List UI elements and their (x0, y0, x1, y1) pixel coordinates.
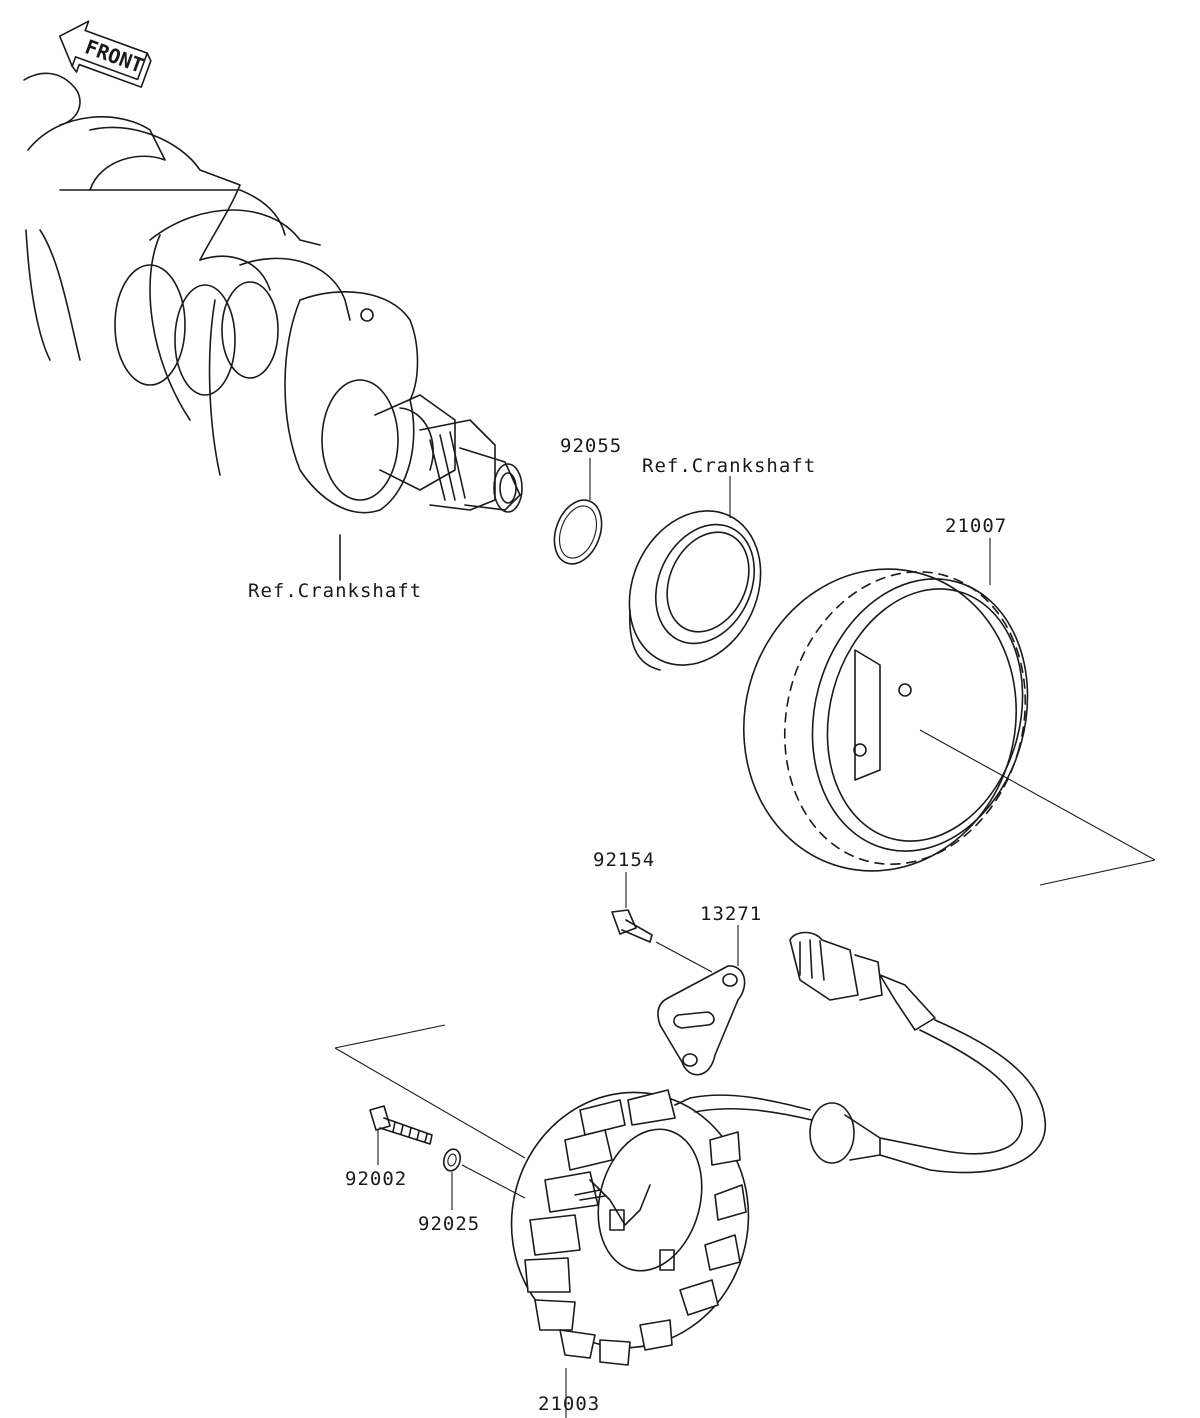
stator-wire-harness (674, 931, 1046, 1174)
assembly-guide-lines (334, 729, 1156, 1159)
label-92055: 92055 (560, 435, 622, 457)
crankshaft-ref-label-1: Ref.Crankshaft (248, 580, 422, 602)
label-21003: 21003 (538, 1393, 600, 1415)
part-21007-rotor: 21007 (742, 515, 1029, 872)
crankshaft-collar-ref: Ref.Crankshaft (628, 455, 816, 671)
label-92002: 92002 (345, 1168, 407, 1190)
part-92025-washer: 92025 (418, 1148, 526, 1235)
part-92002-bolt: 92002 (345, 1105, 433, 1190)
part-13271-holder-plate: 13271 (657, 903, 762, 1076)
label-13271: 13271 (700, 903, 762, 925)
part-92055-oring: 92055 (553, 435, 622, 565)
label-21007: 21007 (945, 515, 1007, 537)
label-92154: 92154 (593, 849, 655, 871)
crankshaft-ref-label-2: Ref.Crankshaft (642, 455, 816, 477)
part-92154-bolt: 92154 (593, 849, 713, 973)
crankshaft-illustration: Ref.Crankshaft (23, 72, 523, 602)
part-21003-stator: 21003 (510, 1089, 750, 1418)
label-92025: 92025 (418, 1213, 480, 1235)
front-arrow-icon: FRONT (58, 20, 152, 88)
